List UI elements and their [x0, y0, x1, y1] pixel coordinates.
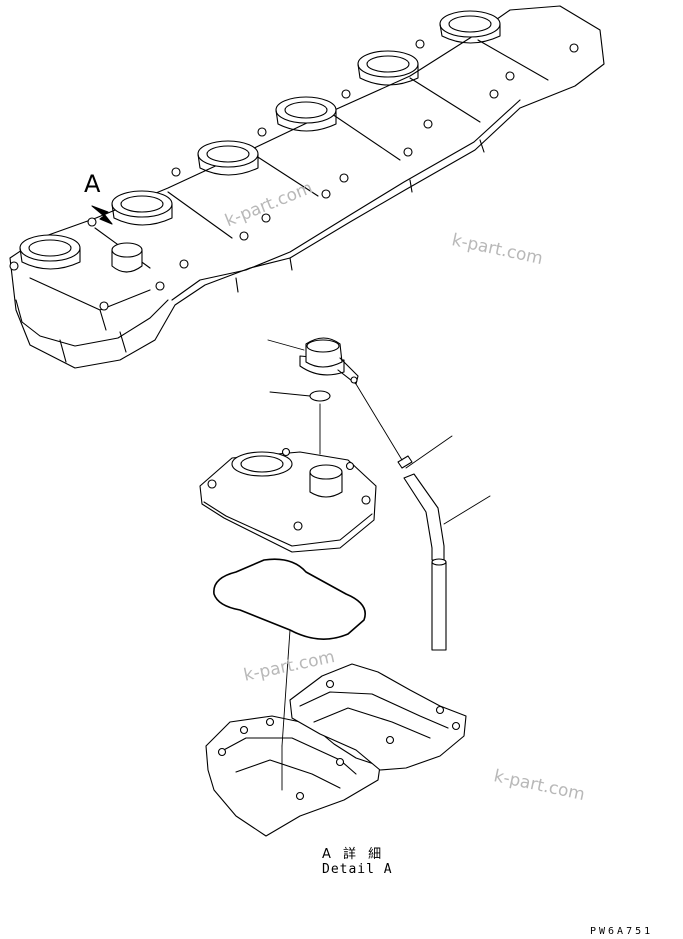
hose-clamp [397, 455, 413, 469]
cover-gasket [213, 558, 366, 640]
detail-caption-en: Detail A [322, 862, 393, 877]
head-cover-bolts [9, 39, 579, 311]
cylinder-openings [19, 10, 501, 270]
breather-hose [403, 473, 447, 651]
drawing-number: PW6A751 [590, 926, 654, 937]
head-cover [199, 447, 377, 553]
oil-filler-cap [111, 242, 143, 273]
leader-lines [267, 339, 491, 791]
upper-pan [289, 663, 467, 771]
callout-label: A [84, 170, 101, 198]
breather-cap [299, 337, 359, 385]
detail-caption-jp: A 詳 細 [322, 847, 386, 862]
lower-pan [205, 715, 381, 837]
head-cover-assembly [9, 5, 605, 369]
seal-ring [309, 390, 331, 402]
callout-arrow [91, 205, 113, 225]
